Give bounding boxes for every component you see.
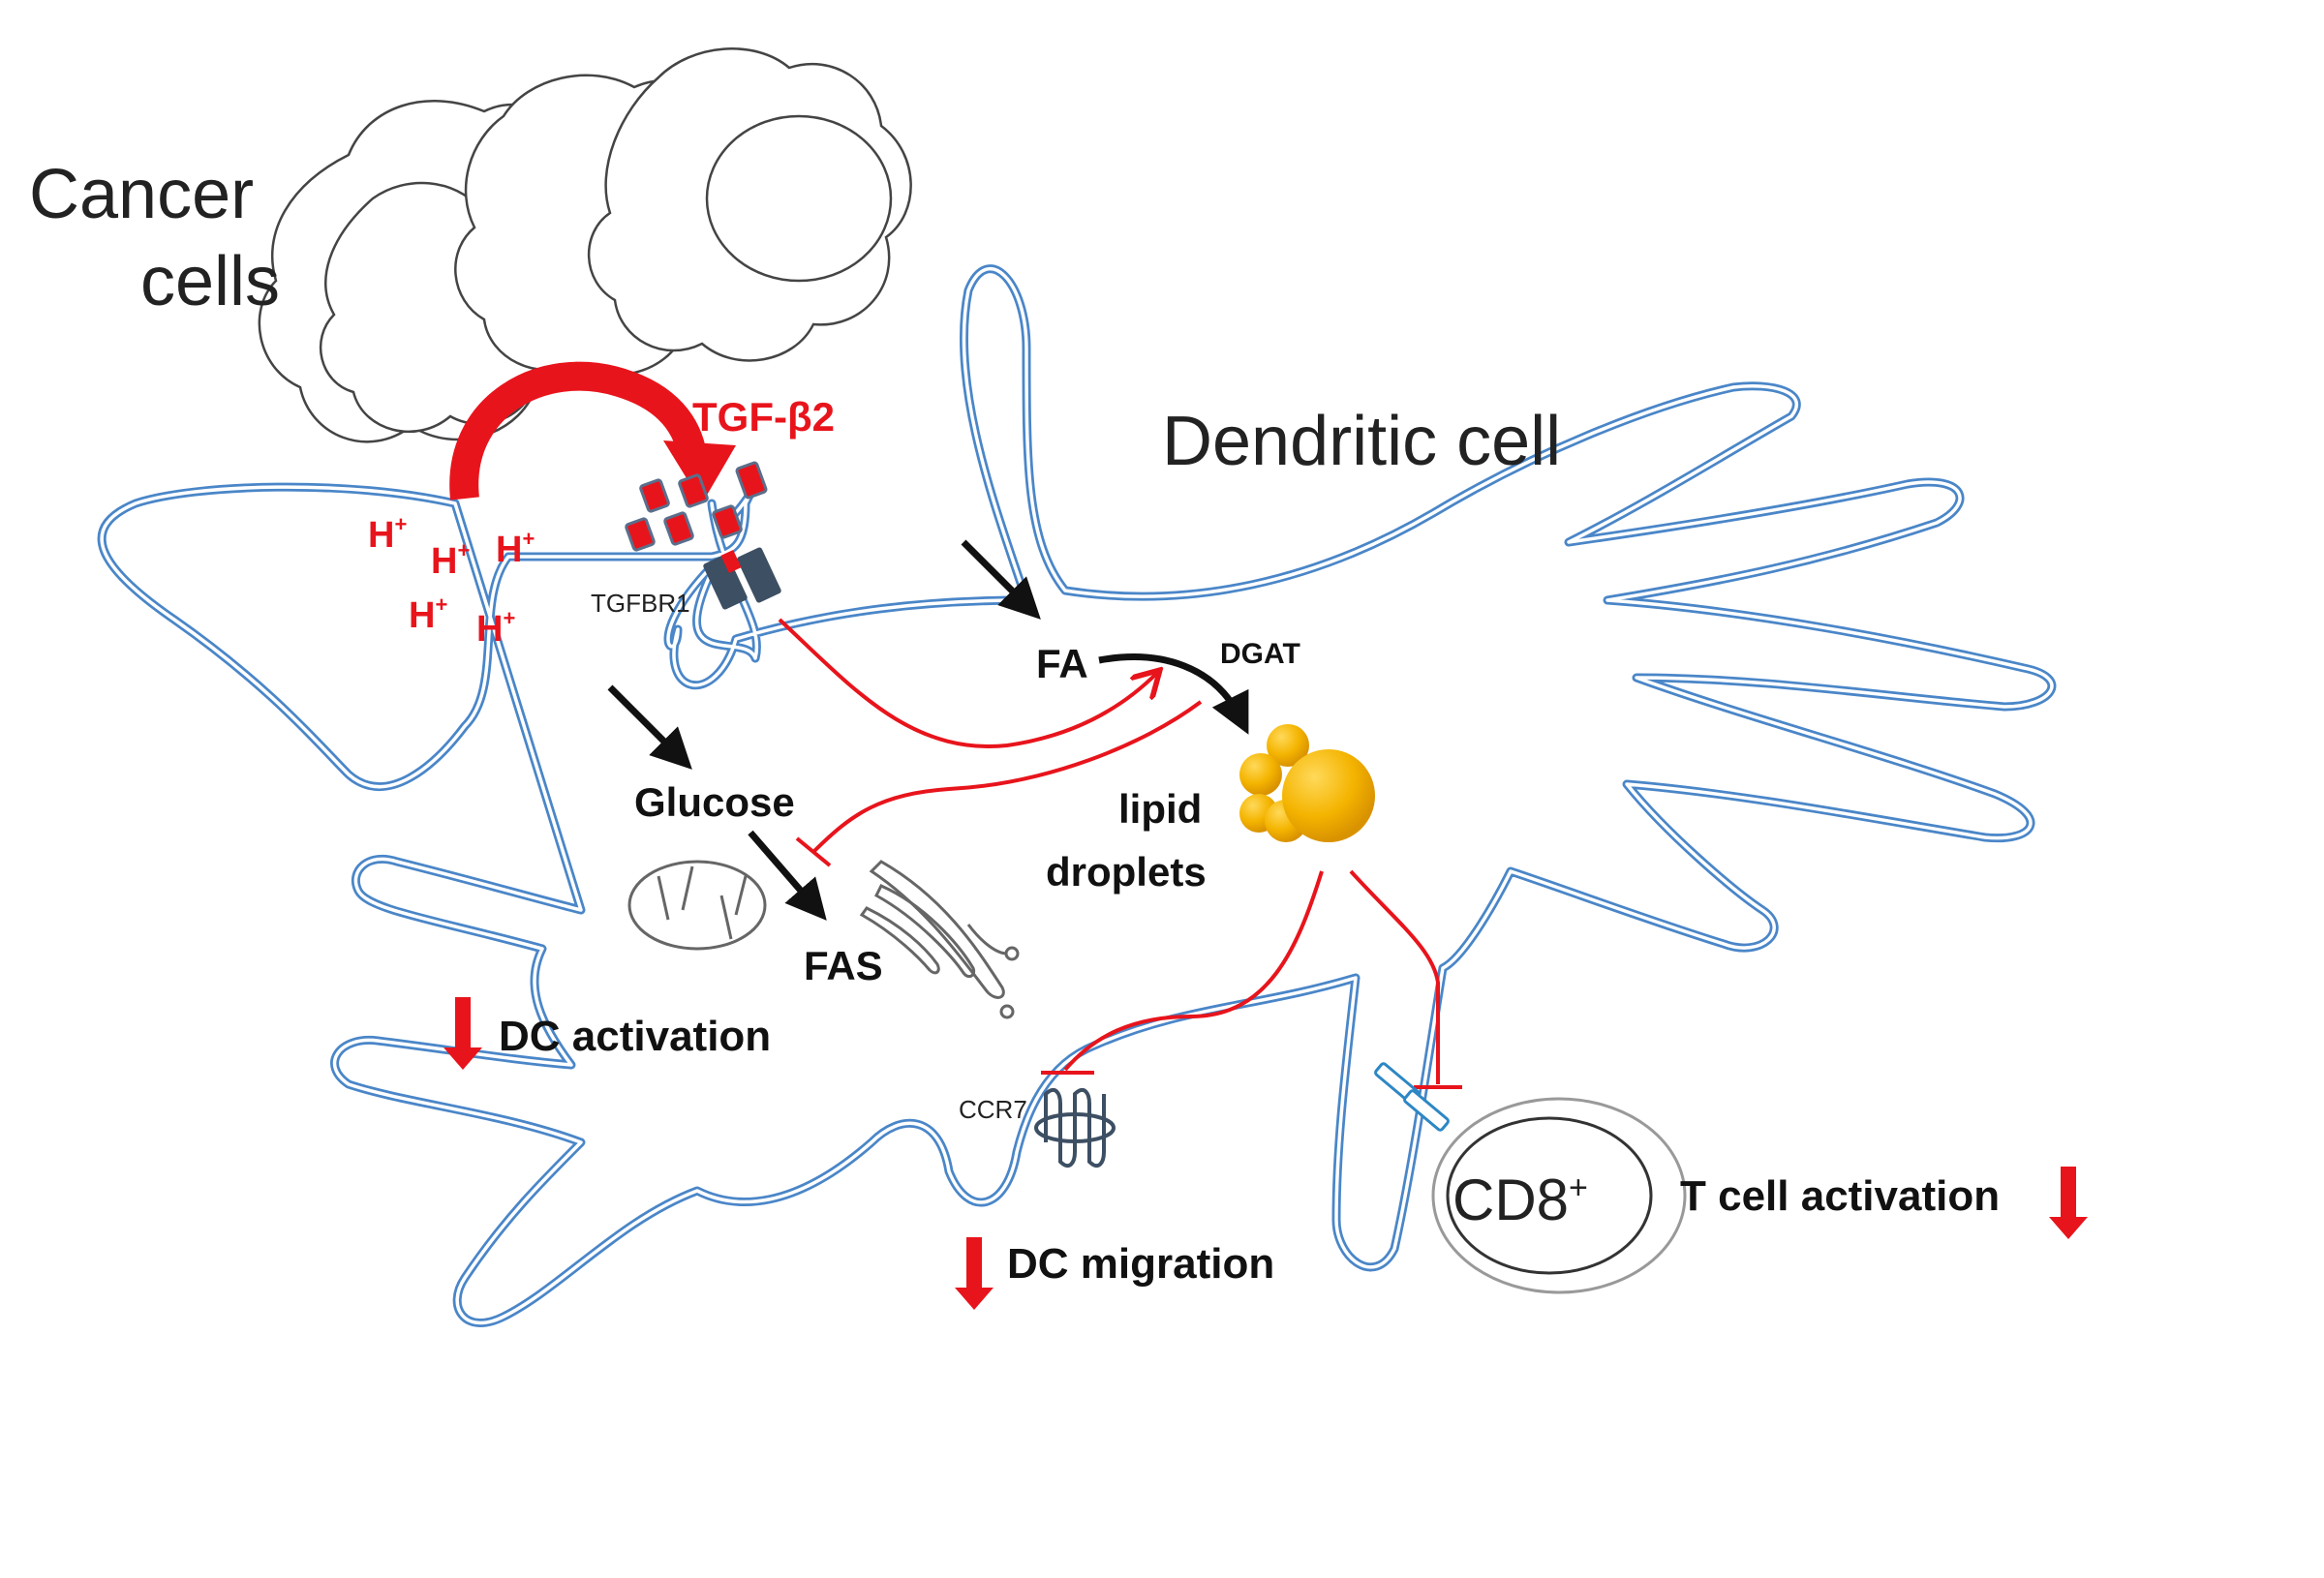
glucose-uptake-arrow (607, 684, 692, 770)
cd8-label: CD8+ (1452, 1168, 1588, 1232)
h-ion-3: H (496, 530, 522, 570)
lipid-droplets-label-line2: droplets (1046, 849, 1207, 895)
cancer-cell-nucleus (705, 114, 893, 283)
fas-label: FAS (804, 943, 883, 988)
dgat-inhibits-fas (811, 700, 1203, 854)
mitochondrion-icon (627, 860, 767, 951)
tgfbr1-to-dgat-arrow (778, 618, 1157, 748)
down-arrow-icon-t-cell-activation (2049, 1167, 2088, 1239)
h-ion-2: H (431, 541, 457, 582)
down-arrow-icon-dc-activation (443, 997, 482, 1070)
dc-migration-label: DC migration (1007, 1240, 1274, 1288)
dgat-arrow (1098, 653, 1249, 735)
dgat-inhibits-fas-bar (795, 836, 832, 867)
fa-uptake-arrow (961, 539, 1041, 620)
glucose-to-fas-arrow (748, 830, 827, 921)
ccr7-receptor-icon (1034, 1087, 1116, 1168)
svg-text:H+: H+ (476, 606, 515, 650)
h-ion-5: H (476, 609, 503, 650)
tgfbr1-label: TGFBR1 (591, 589, 690, 618)
h-ion-1: H (368, 515, 394, 556)
tgf-b2-label: TGF-β2 (692, 394, 835, 440)
tgf-b2-secretion-arrow (449, 361, 736, 503)
dgat-label: DGAT (1220, 638, 1300, 670)
cancer-cells-label-line1: Cancer (29, 156, 254, 233)
svg-text:H+: H+ (368, 512, 407, 556)
svg-text:H+: H+ (409, 592, 447, 636)
t-cell-activation-label: T cell activation (1680, 1172, 2000, 1220)
dendritic-cell-membrane (97, 264, 2057, 1327)
cancer-cells (258, 47, 912, 443)
fa-label: FA (1036, 641, 1088, 686)
lipid-droplets-icon (1239, 724, 1375, 842)
golgi-apparatus-icon (859, 860, 1020, 1019)
svg-text:H+: H+ (431, 538, 470, 582)
lipid-droplets-label-line1: lipid (1118, 786, 1202, 832)
cancer-cells-label-line2: cells (140, 243, 280, 320)
tgf-b2-ligands (625, 461, 768, 552)
lipid-inhibits-ccr7 (1063, 870, 1324, 1072)
h-ion-4: H (409, 595, 435, 636)
ccr7-label: CCR7 (959, 1095, 1027, 1124)
svg-text:H+: H+ (496, 527, 535, 570)
dc-activation-label: DC activation (499, 1013, 771, 1060)
proton-ions: H+ H+ H+ H+ H+ (368, 512, 535, 650)
glucose-label: Glucose (634, 779, 795, 825)
tcr-receptor-icon (1374, 1062, 1450, 1132)
cd8-t-cell (1431, 1097, 1687, 1294)
down-arrow-icon-dc-migration (955, 1237, 994, 1310)
lipid-inhibits-tcell (1349, 869, 1440, 1084)
dendritic-cell-label: Dendritic cell (1162, 403, 1561, 480)
tgfbr1-receptor-icon (703, 547, 781, 610)
